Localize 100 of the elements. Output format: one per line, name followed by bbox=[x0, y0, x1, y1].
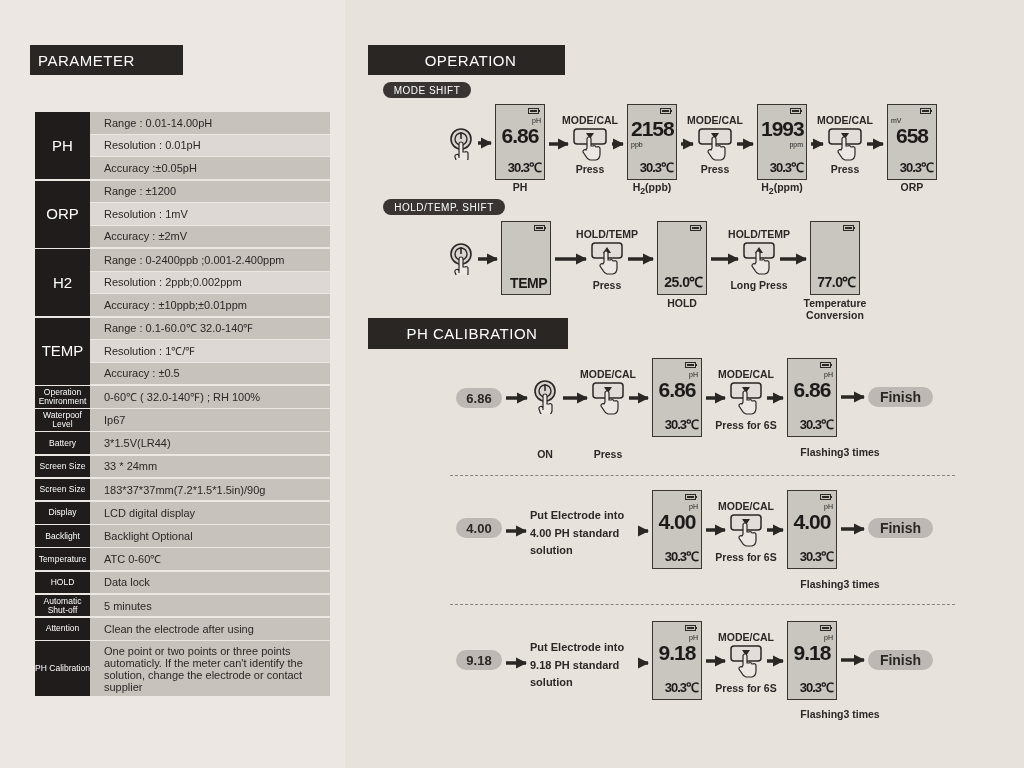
step-caption: Long Press bbox=[730, 280, 788, 292]
lcd-screen bbox=[652, 358, 702, 437]
parameter-name: Display bbox=[35, 502, 90, 524]
parameter-value: Resolution : 0.01pH bbox=[90, 134, 330, 157]
down-button-icon bbox=[729, 514, 763, 548]
down-button-icon bbox=[729, 382, 763, 416]
display-reading: 2158 bbox=[631, 117, 673, 141]
parameter-value: Range : ±1200 bbox=[90, 180, 330, 203]
parameter-name: Automatic Shut-off bbox=[35, 594, 90, 617]
lcd-screen bbox=[657, 221, 707, 295]
step-caption: MODE/CAL bbox=[562, 115, 618, 127]
step-caption: Press for 6S bbox=[715, 420, 777, 432]
step-caption: Flashing3 times bbox=[800, 447, 880, 459]
step-caption: Press bbox=[700, 164, 730, 176]
arrow bbox=[767, 524, 785, 536]
parameter-name: Backlight bbox=[35, 525, 90, 547]
step-caption: MODE/CAL bbox=[718, 632, 774, 644]
arrow bbox=[780, 253, 808, 265]
parameter-value: 183*37*37mm(7.2*1.5*1.5in)/90g bbox=[90, 478, 330, 501]
parameter-value: Resolution : 1℃/℉ bbox=[90, 340, 330, 362]
section-heading: OPERATION bbox=[368, 45, 565, 75]
lcd-screen bbox=[787, 490, 837, 569]
arrow bbox=[706, 655, 727, 667]
lcd-screen bbox=[810, 221, 860, 295]
parameter-value: Backlight Optional bbox=[90, 525, 330, 547]
step-caption: HOLD bbox=[667, 298, 697, 310]
up-button-icon bbox=[742, 242, 776, 276]
step-caption: H$_{2}$(ppm) bbox=[761, 182, 803, 197]
arrow bbox=[506, 657, 528, 669]
parameter-value: Accuracy :±0.05pH bbox=[90, 157, 330, 179]
temperature-reading: 30.3℃ bbox=[663, 679, 698, 696]
power-button-icon bbox=[448, 243, 474, 275]
parameter-name: PH bbox=[35, 112, 90, 179]
parameter-value: LCD digital display bbox=[90, 502, 330, 524]
parameter-value: Range : 0.1-60.0℃ 32.0-140℉ bbox=[90, 317, 330, 340]
down-button-icon bbox=[697, 128, 733, 162]
lcd-screen bbox=[757, 104, 807, 180]
parameter-name: Operation Environment bbox=[35, 386, 90, 408]
step-caption: ON bbox=[537, 449, 553, 461]
temperature-reading: 30.3℃ bbox=[506, 159, 541, 176]
temperature-reading: 30.3℃ bbox=[798, 548, 833, 565]
parameter-name: Attention bbox=[35, 618, 90, 640]
arrow bbox=[737, 138, 755, 150]
parameter-name: Battery bbox=[35, 432, 90, 454]
arrow bbox=[628, 253, 655, 265]
step-caption: MODE/CAL bbox=[817, 115, 873, 127]
step-caption: MODE/CAL bbox=[687, 115, 743, 127]
value-pill: Finish bbox=[868, 387, 933, 407]
value-pill: 9.18 bbox=[456, 650, 502, 670]
parameter-value: Clean the electrode after using bbox=[90, 618, 330, 640]
arrow bbox=[629, 392, 650, 404]
step-caption: MODE/CAL bbox=[718, 369, 774, 381]
lcd-screen bbox=[787, 621, 837, 700]
step-caption: PH bbox=[512, 182, 528, 194]
arrow bbox=[549, 138, 570, 150]
step-caption: H$_{2}$(ppb) bbox=[632, 182, 672, 197]
lcd-screen bbox=[495, 104, 545, 180]
step-caption: Press bbox=[830, 164, 860, 176]
parameter-name: Screen Size bbox=[35, 478, 90, 501]
value-pill: Finish bbox=[868, 650, 933, 670]
subsection-tag: MODE SHIFT bbox=[383, 82, 471, 98]
arrow bbox=[506, 525, 528, 537]
step-caption: Press bbox=[575, 164, 605, 176]
lcd-screen bbox=[787, 358, 837, 437]
parameter-value: Data lock bbox=[90, 571, 330, 594]
parameter-name: Screen Size bbox=[35, 455, 90, 478]
parameter-value: One point or two points or three points automaticly. If the meter can't identify the solution, change the electrode or contact supplier bbox=[90, 641, 330, 697]
step-caption: Press bbox=[592, 280, 622, 292]
display-reading: 77.0℃ bbox=[816, 273, 856, 291]
value-pill: Finish bbox=[868, 518, 933, 538]
display-reading: 9.18 bbox=[657, 641, 696, 665]
arrow bbox=[478, 137, 493, 149]
power-button-icon bbox=[448, 128, 474, 160]
down-button-icon bbox=[827, 128, 863, 162]
step-caption: Flashing3 times bbox=[800, 709, 880, 721]
parameter-value: Range : 0.01-14.00pH bbox=[90, 112, 330, 134]
arrow bbox=[811, 138, 825, 150]
parameter-value: 5 minutes bbox=[90, 594, 330, 617]
parameter-value: 0-60℃ ( 32.0-140℉) ; RH 100% bbox=[90, 386, 330, 408]
display-reading: 658 bbox=[894, 124, 930, 148]
temperature-reading: 30.3℃ bbox=[663, 416, 698, 433]
parameter-value: Accuracy : ±10ppb;±0.01ppm bbox=[90, 294, 330, 316]
parameter-value: 3*1.5V(LR44) bbox=[90, 432, 330, 454]
step-caption: HOLD/TEMP bbox=[576, 229, 638, 241]
parameter-value: Accuracy : ±0.5 bbox=[90, 362, 330, 385]
step-caption: Press for 6S bbox=[715, 683, 777, 695]
parameter-name: ORP bbox=[35, 180, 90, 248]
arrow bbox=[867, 138, 885, 150]
display-reading: 6.86 bbox=[792, 378, 831, 402]
instruction-text: Put Electrode into 9.18 PH standard solution bbox=[530, 639, 636, 692]
temperature-reading: 30.3℃ bbox=[663, 548, 698, 565]
lcd-screen bbox=[627, 104, 677, 180]
temperature-reading: 30.3℃ bbox=[768, 159, 803, 176]
parameter-value: Resolution : 2ppb;0.002ppm bbox=[90, 271, 330, 294]
step-caption: MODE/CAL bbox=[580, 369, 636, 381]
parameter-value: Resolution : 1mV bbox=[90, 203, 330, 225]
arrow bbox=[612, 138, 625, 150]
arrow bbox=[506, 392, 529, 404]
arrow bbox=[563, 392, 589, 404]
down-button-icon bbox=[591, 382, 625, 416]
